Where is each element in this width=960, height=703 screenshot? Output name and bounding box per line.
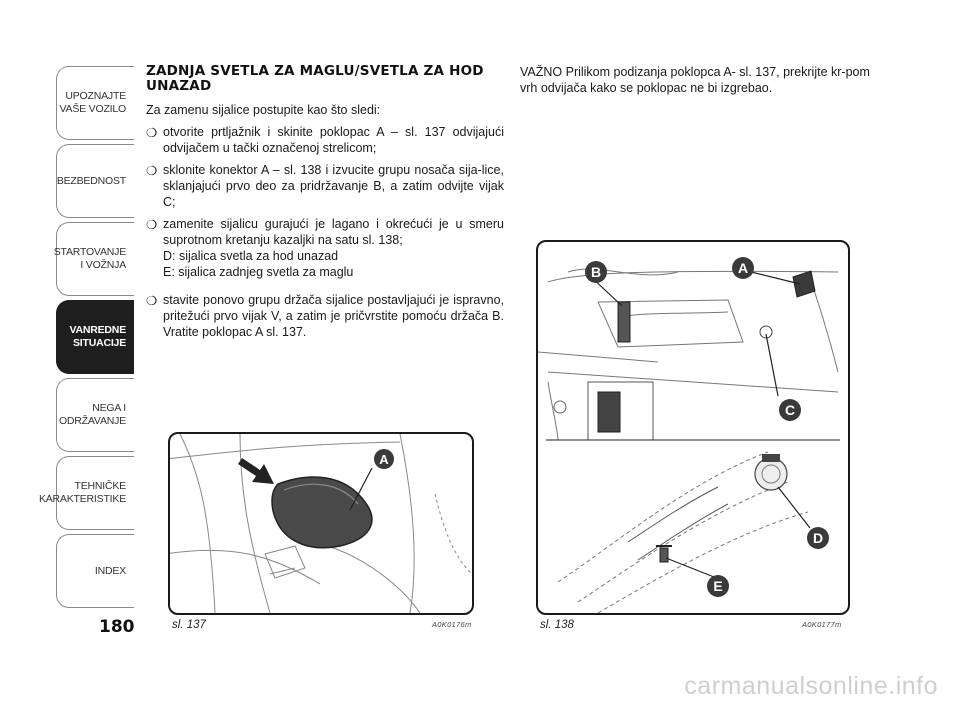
step-text: stavite ponovo grupu držača sijalice pos… <box>163 293 504 339</box>
tab-label: VANREDNE SITUACIJE <box>69 324 126 349</box>
trunk-cover-illustration: A <box>170 434 472 613</box>
list-item: ❍ zamenite sijalicu gurajući je lagano i … <box>146 216 504 280</box>
step-text: otvorite prtljažnik i skinite poklopac A… <box>163 125 504 155</box>
tab-label: TEHNIČKE KARAKTERISTIKE <box>38 480 126 505</box>
step-text: sklonite konektor A – sl. 138 i izvucite… <box>163 163 504 209</box>
figure-code: A0K0177m <box>802 620 842 629</box>
watermark: carmanualsonline.info <box>684 672 938 700</box>
tab-vanredne-situacije[interactable]: VANREDNE SITUACIJE <box>56 300 134 374</box>
step-subline: E: sijalica zadnjeg svetla za maglu <box>163 265 354 279</box>
tab-label: BEZBEDNOST <box>56 174 126 187</box>
tab-upoznajte[interactable]: UPOZNAJTE VAŠE VOZILO <box>56 66 134 140</box>
intro-text: Za zamenu sijalice postupite kao što sle… <box>146 103 381 117</box>
callout-label-d: D <box>813 530 823 546</box>
bullet-icon: ❍ <box>146 164 158 178</box>
tab-index[interactable]: INDEX <box>56 534 134 608</box>
tab-label: NEGA I ODRŽAVANJE <box>58 402 126 427</box>
callout-label-e: E <box>713 578 722 594</box>
figure-code: A0K0176m <box>432 620 472 629</box>
list-item: ❍ sklonite konektor A – sl. 138 i izvucit… <box>146 162 504 210</box>
page-number: 180 <box>99 617 135 637</box>
step-subline: D: sijalica svetla za hod unazad <box>163 249 339 263</box>
figure-caption: sl. 138 <box>540 619 574 631</box>
callout-label-c: C <box>785 402 795 418</box>
figure-137: A <box>168 432 474 615</box>
callout-label-a: A <box>738 260 748 276</box>
tab-startovanje[interactable]: STARTOVANJE I VOŽNJA <box>53 222 134 296</box>
steps-list: ❍ otvorite prtljažnik i skinite poklopac … <box>146 124 504 340</box>
bullet-icon: ❍ <box>146 294 158 308</box>
list-item: ❍ stavite ponovo grupu držača sijalice po… <box>146 292 504 340</box>
section-heading: ZADNJA SVETLA ZA MAGLU/SVETLA ZA HOD UNA… <box>146 63 484 94</box>
bullet-icon: ❍ <box>146 126 158 140</box>
bullet-icon: ❍ <box>146 218 158 232</box>
figure-caption: sl. 137 <box>172 619 206 631</box>
tab-nega-odrzavanje[interactable]: NEGA I ODRŽAVANJE <box>56 378 134 452</box>
important-note: VAŽNO Prilikom podizanja poklopca A- sl.… <box>520 65 870 95</box>
instructions-column: ZADNJA SVETLA ZA MAGLU/SVETLA ZA HOD UNA… <box>146 64 504 346</box>
callout-label-b: B <box>591 264 601 280</box>
tab-label: UPOZNAJTE VAŠE VOZILO <box>59 90 127 115</box>
lamp-holder-illustration: B A C D E <box>538 257 840 613</box>
figure-138: B A C D E <box>536 240 850 615</box>
list-item: ❍ otvorite prtljažnik i skinite poklopac … <box>146 124 504 156</box>
tab-tehnicke[interactable]: TEHNIČKE KARAKTERISTIKE <box>39 456 134 530</box>
tab-label: STARTOVANJE I VOŽNJA <box>53 246 126 271</box>
callout-label-a: A <box>379 452 389 467</box>
step-text: zamenite sijalicu gurajući je lagano i o… <box>163 217 504 247</box>
tab-label: INDEX <box>94 564 126 577</box>
tab-bezbednost[interactable]: BEZBEDNOST <box>56 144 134 218</box>
